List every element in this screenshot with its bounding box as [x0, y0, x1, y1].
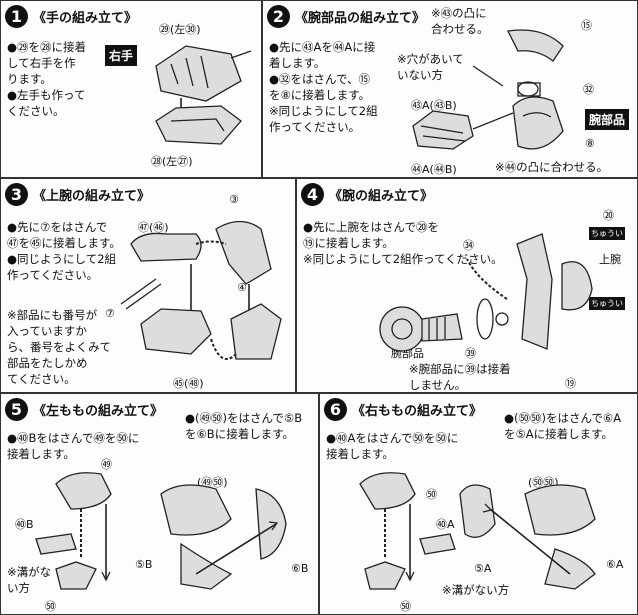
part-label: ㉙(左㉚) [159, 23, 201, 36]
part-label: ㉘(左㉗) [151, 155, 193, 168]
step-3-number: 3 [5, 183, 28, 206]
part-label: ㊿ [400, 600, 411, 613]
step-4-note-bottom: ※腕部品に㊴は接着 しません。 [409, 362, 511, 392]
step-5-panel: 5 《左ももの組み立て》 ●㊵Bをはさんで㊾を㊿に 接着します。 ●(㊾㊿)をは… [0, 393, 319, 615]
part-label: ⑦ [105, 307, 115, 320]
step-2-number: 2 [267, 5, 290, 28]
step-2-title: 《腕部品の組み立て》 [295, 11, 426, 26]
step-2-note-bottom: ※㊹の凸に合わせる。 [495, 160, 609, 174]
hand-assembly-illustration [155, 45, 252, 145]
upper-arm-illustration [120, 220, 282, 360]
step-2-panel: 2 《腕部品の組み立て》 ●先に㊸Aを㊹Aに接 着します。 ●㉜をはさんで、⑮ … [262, 0, 638, 178]
part-label: ⑥B [291, 562, 309, 575]
part-label: ⑧ [585, 137, 595, 150]
caution-tag: ちゅうい [589, 227, 625, 240]
arm-assembly-illustration [379, 233, 593, 352]
step-2-note-hole: ※穴があいて いない方 [397, 52, 464, 82]
step-6-header: 6 《右ももの組み立て》 [324, 398, 482, 421]
step-6-instructions-right: ●(㊿㊿)をはさんで⑥A を⑤Aに接着します。 [504, 411, 622, 441]
left-thigh-illustration [35, 472, 287, 590]
step-2-instructions: ●先に㊸Aを㊹Aに接 着します。 ●㉜をはさんで、⑮ を⑧に接着します。 ※同じ… [269, 40, 378, 134]
step-4-panel: 4 《腕の組み立て》 ●先に上腕をはさんで⑳を ⑲に接着します。 ※同じようにし… [296, 178, 638, 393]
step-6-instructions: ●㊵Aをはさんで㊿を㊿に 接着します。 [326, 431, 459, 461]
part-label: ⑳ [603, 209, 614, 222]
part-label: ㊾ [101, 458, 112, 471]
step-3-note: ※部品にも番号が 入っていますか ら、番号をよくみて 部品をたしかめ てください… [7, 308, 111, 386]
step-4-number: 4 [301, 183, 324, 206]
step-6-panel: 6 《右ももの組み立て》 ●㊵Aをはさんで㊿を㊿に 接着します。 ●(㊿㊿)をは… [319, 393, 638, 615]
step-5-title: 《左ももの組み立て》 [33, 404, 164, 419]
step-6-title: 《右ももの組み立て》 [352, 404, 483, 419]
part-label: ㉞ [463, 239, 474, 252]
part-label: ⑤A [474, 562, 492, 575]
part-label: ㊿ [426, 488, 437, 501]
step-4-header: 4 《腕の組み立て》 [301, 183, 433, 206]
step-4-instructions: ●先に上腕をはさんで⑳を ⑲に接着します。 ※同じようにして2組作ってください。 [303, 220, 503, 266]
part-label: ⑤B [135, 558, 153, 571]
part-label: ㊼(㊻) [138, 221, 169, 234]
step-5-header: 5 《左ももの組み立て》 [5, 398, 163, 421]
step-4-title: 《腕の組み立て》 [329, 189, 434, 204]
part-label: 上腕 [599, 253, 621, 266]
arm-part-badge: 腕部品 [585, 109, 630, 130]
step-6-number: 6 [324, 398, 347, 421]
part-label: ③ [229, 193, 239, 206]
part-label: ⑮ [581, 19, 592, 32]
part-label: ㊵B [15, 518, 34, 531]
step-1-number: 1 [5, 5, 28, 28]
step-3-header: 3 《上腕の組み立て》 [5, 183, 150, 206]
step-5-instructions: ●㊵Bをはさんで㊾を㊿に 接着します。 [7, 431, 140, 461]
part-label: ㊺(㊽) [173, 377, 204, 390]
part-label: ㉜ [583, 83, 594, 96]
part-label: ㊸A(㊸B) [411, 99, 457, 112]
step-1-title: 《手の組み立て》 [33, 11, 138, 26]
part-label: ⑲ [565, 377, 576, 390]
step-3-instructions: ●先に⑦をはさんで ㊼を㊺に接着します。 ●同じようにして2組 作ってください。 [7, 220, 121, 282]
step-2-note-top: ※㊸の凸に 合わせる。 [431, 6, 489, 36]
step-1-instructions: ●㉙を㉘に接着 して右手を作 ります。 ●左手も作って ください。 [7, 40, 87, 118]
step-5-instructions-right: ●(㊾㊿)をはさんで⑤B を⑥Bに接着します。 [185, 411, 303, 441]
right-hand-badge: 右手 [105, 45, 138, 66]
part-label: ④ [237, 281, 247, 294]
part-label: ⑥A [606, 558, 624, 571]
step-5-number: 5 [5, 398, 28, 421]
part-label: ㊴ [465, 347, 476, 360]
caution-tag: ちゅうい [589, 297, 625, 310]
step-3-panel: 3 《上腕の組み立て》 ●先に⑦をはさんで ㊼を㊺に接着します。 ●同じようにし… [0, 178, 296, 393]
step-1-panel: 1 《手の組み立て》 ●㉙を㉘に接着 して右手を作 ります。 ●左手も作って く… [0, 0, 262, 178]
step-3-title: 《上腕の組み立て》 [33, 189, 151, 204]
right-thigh-illustration [359, 472, 596, 590]
step-6-note: ※溝がない方 [442, 583, 510, 597]
step-2-header: 2 《腕部品の組み立て》 [267, 5, 425, 28]
arm-part-illustration [412, 29, 564, 150]
step-5-note: ※溝がな い方 [7, 565, 52, 595]
part-label: ㊵A [436, 518, 455, 531]
part-label: ㊿ [45, 600, 56, 613]
part-label: ㊹A(㊹B) [411, 163, 457, 176]
step-1-header: 1 《手の組み立て》 [5, 5, 137, 28]
